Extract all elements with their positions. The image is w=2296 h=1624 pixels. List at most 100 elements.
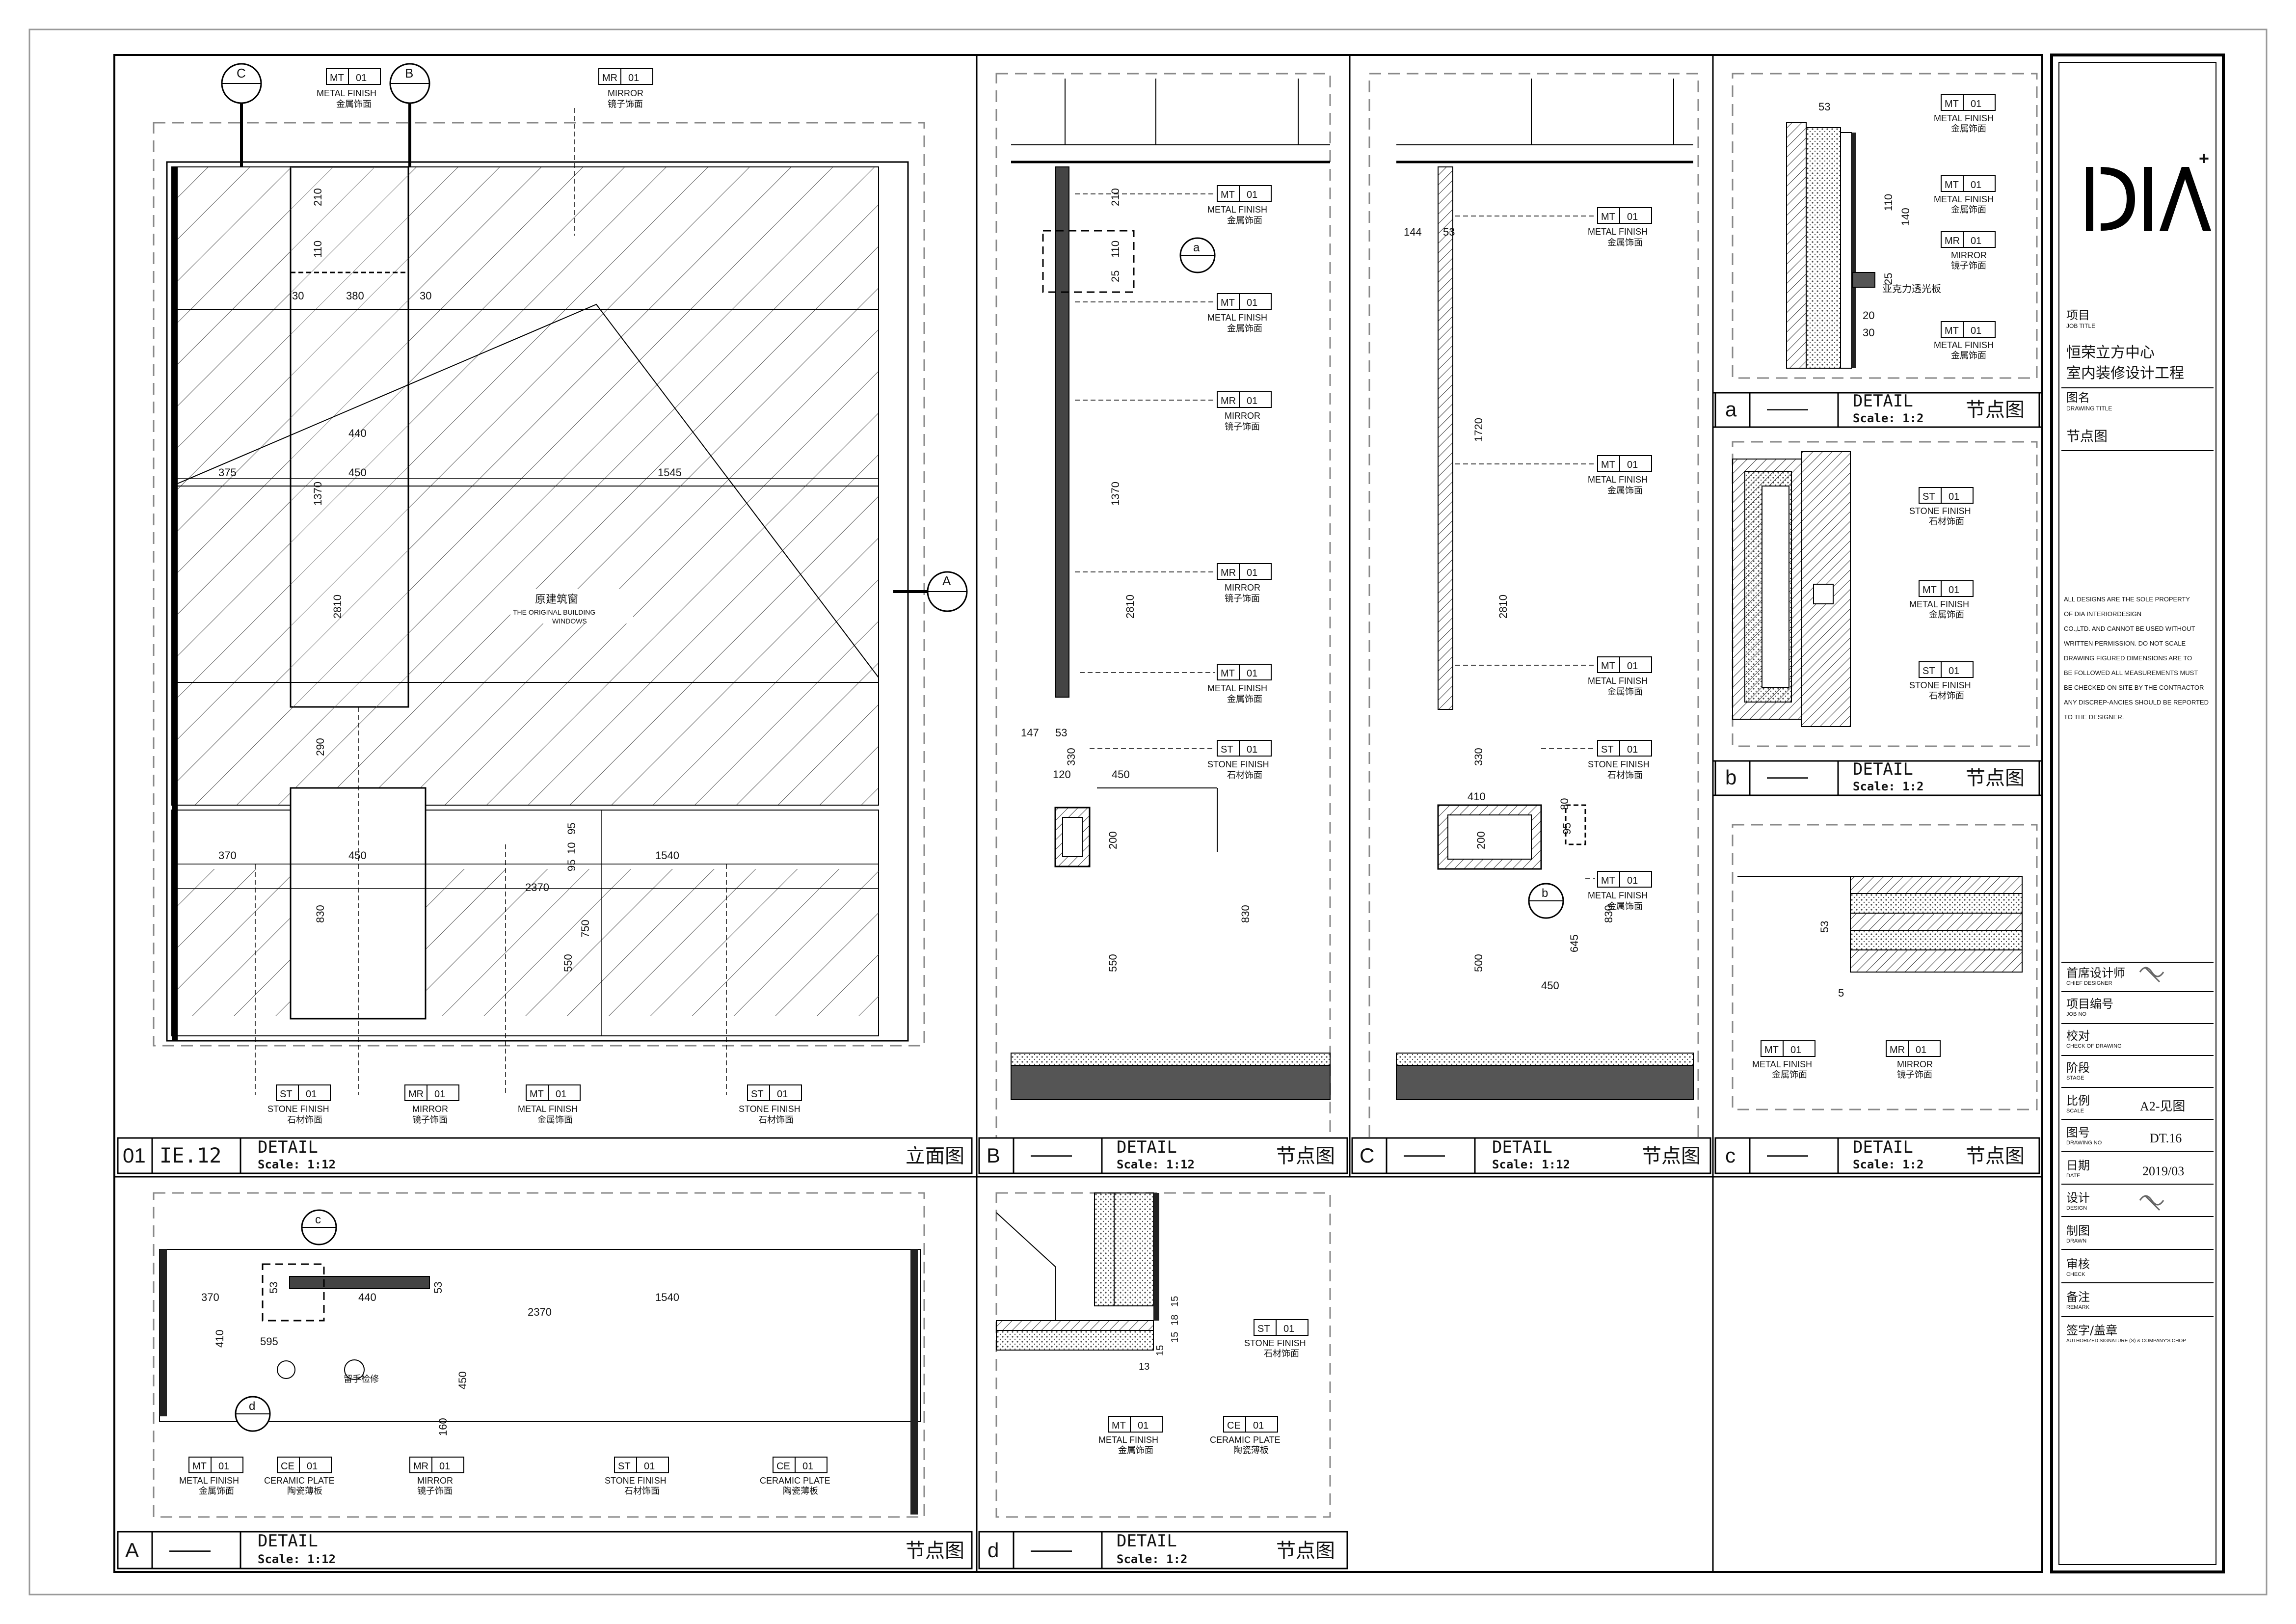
tag-mt01-elev: MT 01 METAL FINISH 金属饰面 [505,844,581,1125]
svg-text:STAGE: STAGE [2066,1075,2084,1081]
callout-a[interactable]: a [1179,237,1216,273]
callout-B[interactable]: B [389,63,430,167]
svg-text:160: 160 [437,1418,449,1436]
svg-text:镜子饰面: 镜子饰面 [1225,422,1260,432]
tag-mr01-elev: MR 01 MIRROR 镜子饰面 [358,707,459,1125]
tag-mt01-C3: MT 01 METAL FINISH 金属饰面 [1588,656,1652,697]
svg-text:53: 53 [1818,101,1830,113]
svg-text:陶瓷薄板: 陶瓷薄板 [783,1486,818,1496]
tag-st01-b1: ST 01 STONE FINISH 石材饰面 [1909,487,1974,527]
svg-text:1540: 1540 [655,1291,679,1303]
detail-A-dimensions: 370 440 2370 1540 53 53 410 595 450 160 [201,1282,679,1436]
drawing-title: 节点图 [2066,429,2108,444]
svg-text:2810: 2810 [1124,595,1136,619]
tag-mt01-c: MT 01 METAL FINISH 金属饰面 [1752,1040,1815,1080]
design-signature [2139,1194,2164,1211]
svg-text:METAL FINISH: METAL FINISH [518,1104,578,1114]
svg-text:STONE FINISH: STONE FINISH [267,1104,329,1114]
drawing-title-label: 图名 [2066,391,2090,405]
svg-text:370: 370 [218,849,237,862]
panel-title-b: b —— DETAIL Scale: 1:2 节点图 [1714,759,2040,796]
detail-d-dimensions: 15 18 15 15 13 [1139,1296,1180,1372]
panel-B-ref: —— [1031,1142,1072,1165]
svg-text:镜子饰面: 镜子饰面 [1897,1070,1932,1080]
tag-st01-elev-1: ST 01 STONE FINISH 石材饰面 [255,864,331,1125]
svg-text:410: 410 [1468,790,1486,803]
svg-text:53: 53 [1443,226,1455,238]
svg-text:金属饰面: 金属饰面 [1607,901,1643,912]
svg-text:石材饰面: 石材饰面 [758,1115,794,1125]
svg-text:80: 80 [1558,798,1571,810]
svg-text:镜子饰面: 镜子饰面 [1951,261,1986,271]
svg-text:c: c [315,1213,321,1226]
panel-b-id: b [1725,766,1736,789]
svg-text:METAL FINISH: METAL FINISH [317,88,376,98]
svg-text:01: 01 [1247,744,1257,755]
svg-text:STONE FINISH: STONE FINISH [1909,680,1971,690]
svg-text:b: b [1542,887,1548,900]
tag-st01-d: ST 01 STONE FINISH 石材饰面 [1244,1319,1308,1359]
detail-C-drawing: b 144 53 1720 2810 330 410 80 200 95 500… [1368,73,1699,1145]
svg-text:1545: 1545 [658,466,682,479]
panel-01-id: 01 [123,1144,146,1167]
svg-text:DATE: DATE [2066,1173,2081,1179]
acrylic-panel-note: 亚克力透光板 [1882,283,1941,295]
svg-text:01: 01 [306,1089,317,1100]
panel-a-id: a [1725,398,1737,421]
tag-mt01-a1: MT 01 METAL FINISH 金属饰面 [1934,94,1996,134]
tag-mt01-b: MT 01 METAL FINISH 金属饰面 [1909,580,1974,620]
panel-b-title: DETAIL [1853,759,1913,779]
tag-mt01-a3: MT 01 METAL FINISH 金属饰面 [1934,321,1996,361]
callout-A[interactable]: A [893,571,968,612]
svg-text:01: 01 [434,1089,445,1100]
svg-text:镜子饰面: 镜子饰面 [608,99,643,109]
svg-text:STONE FINISH: STONE FINISH [1244,1338,1306,1348]
svg-text:01: 01 [1971,180,1981,190]
callout-C[interactable]: C [221,63,262,167]
svg-text:2370: 2370 [528,1306,552,1318]
svg-text:450: 450 [1541,979,1559,992]
callout-d[interactable]: d [235,1396,271,1432]
panel-C-label: 节点图 [1642,1145,1701,1167]
callout-c[interactable]: c [301,1209,337,1245]
svg-text:450: 450 [348,849,367,862]
panel-d-ref: —— [1031,1538,1072,1561]
svg-text:金属饰面: 金属饰面 [1929,610,1964,620]
svg-text:01: 01 [1247,568,1257,578]
panel-A-scale: Scale: 1:12 [258,1552,336,1566]
svg-text:01: 01 [1627,212,1638,222]
svg-text:290: 290 [314,738,326,756]
panel-B-scale: Scale: 1:12 [1117,1158,1195,1171]
svg-text:CERAMIC PLATE: CERAMIC PLATE [264,1476,335,1486]
tag-mt01-d: MT 01 METAL FINISH 金属饰面 [1098,1416,1163,1456]
svg-text:MR: MR [1221,396,1236,406]
svg-text:金属饰面: 金属饰面 [1951,351,1986,361]
svg-text:金属饰面: 金属饰面 [199,1486,234,1496]
dia-logo: + [2086,148,2211,231]
panel-c-title: DETAIL [1853,1137,1913,1157]
svg-text:25: 25 [1109,271,1121,282]
svg-text:01: 01 [1627,875,1638,886]
svg-text:550: 550 [1107,954,1119,972]
svg-text:MT: MT [1112,1420,1126,1431]
svg-text:d: d [249,1400,255,1413]
svg-text:2810: 2810 [331,595,344,619]
drawing-number: DT.16 [2150,1131,2182,1145]
svg-text:CERAMIC PLATE: CERAMIC PLATE [1210,1435,1281,1445]
svg-text:MT: MT [1945,325,1959,336]
svg-text:53: 53 [1055,727,1067,739]
panel-A-id: A [125,1539,139,1562]
svg-text:210: 210 [312,188,324,206]
svg-text:金属饰面: 金属饰面 [1951,124,1986,134]
svg-text:CE: CE [1227,1420,1241,1431]
svg-text:330: 330 [1472,748,1485,766]
tag-mt01-B2: MT 01 METAL FINISH 金属饰面 [1207,293,1272,334]
svg-text:金属饰面: 金属饰面 [1607,687,1643,697]
svg-text:MT: MT [1922,585,1937,595]
tag-st01-elev-2: ST 01 STONE FINISH 石材饰面 [726,864,802,1125]
svg-text:95: 95 [1561,823,1573,835]
callout-b[interactable]: b [1528,883,1564,919]
tag-mt01-B1: MT 01 METAL FINISH 金属饰面 [1207,185,1272,226]
svg-text:MIRROR: MIRROR [1225,411,1260,421]
svg-text:01: 01 [356,73,367,83]
